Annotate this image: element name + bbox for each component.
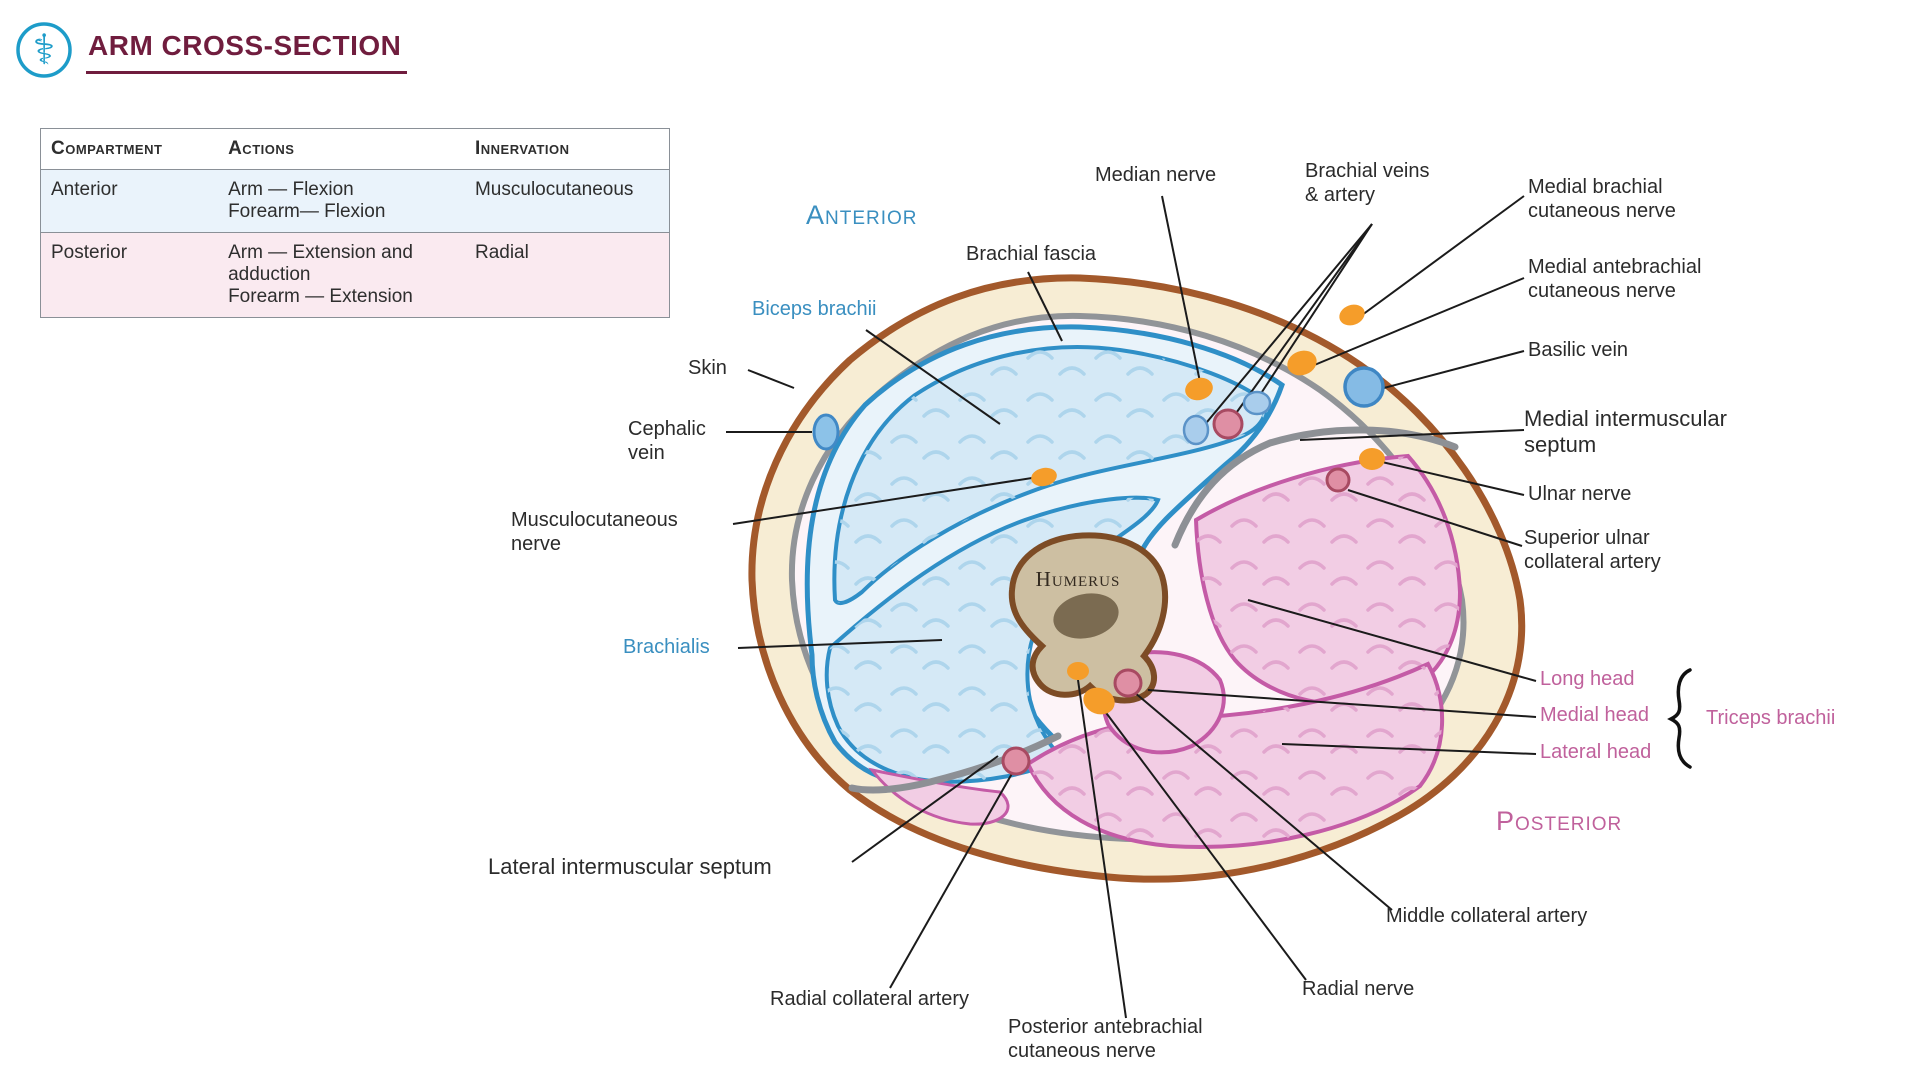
col-innervation: Innervation xyxy=(474,138,570,159)
posterior-antebrachial-cutaneous-nerve-dot xyxy=(1067,662,1089,680)
page-title: ARM CROSS-SECTION xyxy=(86,30,408,74)
triceps-brace xyxy=(1667,668,1692,769)
humerus-bone xyxy=(1008,532,1169,704)
radial-collateral-artery-dot xyxy=(1001,746,1031,776)
medial-intermuscular-septum-line xyxy=(1171,426,1459,549)
middle-collateral-artery-dot xyxy=(1113,668,1143,698)
brachial-vein-dot-1 xyxy=(1182,414,1210,446)
cell-compartment: Anterior xyxy=(51,179,118,200)
medical-logo: ⚕ xyxy=(16,22,72,78)
medial-intermuscular-septum-label: Medial intermuscular septum xyxy=(1524,406,1727,457)
musculocutaneous-nerve-dot xyxy=(1031,467,1057,487)
superior-ulnar-collateral-artery-dot xyxy=(1325,467,1351,493)
basilic-vein-dot xyxy=(1343,366,1385,408)
cephalic-vein-dot xyxy=(812,413,840,451)
ulnar-nerve-dot xyxy=(1359,448,1385,470)
triceps-lateral-head-muscle xyxy=(1025,661,1445,849)
cephalic-vein-label: Cephalic vein xyxy=(628,418,706,464)
skin-label: Skin xyxy=(688,357,727,379)
triceps-long-head-muscle xyxy=(1193,453,1463,707)
cell-innervation: Musculocutaneous xyxy=(474,179,634,200)
table-header-row: Compartment Actions Innervation xyxy=(40,129,670,170)
brachial-fascia-label: Brachial fascia xyxy=(966,243,1097,265)
musculocutaneous-nerve-label: Musculocutaneous nerve xyxy=(511,509,678,555)
triceps-brachii-label: Triceps brachii xyxy=(1706,707,1836,729)
medial-brachial-cutaneous-nerve-label: Medial brachial cutaneous nerve xyxy=(1528,176,1676,222)
leader-lines xyxy=(726,195,1537,1019)
radial-nerve-label: Radial nerve xyxy=(1302,978,1415,1000)
humerus-label: Humerus xyxy=(1035,567,1121,591)
anterior-direction-label: Anterior xyxy=(806,200,918,230)
posterior-antebrachial-cutaneous-nerve-label: Posterior antebrachial cutaneous nerve xyxy=(1008,1016,1203,1062)
brachial-artery-dot xyxy=(1212,408,1244,440)
middle-collateral-artery-label: Middle collateral artery xyxy=(1386,905,1588,927)
col-compartment: Compartment xyxy=(51,138,163,159)
cell-compartment: Posterior xyxy=(51,242,128,263)
radial-nerve-dot xyxy=(1083,687,1115,715)
triceps-medial-head-label: Medial head xyxy=(1540,704,1649,726)
medial-brachial-cutaneous-nerve-dot xyxy=(1339,304,1365,326)
cell-actions: Arm — Extension and adduction Forearm — … xyxy=(228,242,413,307)
superior-ulnar-collateral-artery-label: Superior ulnar collateral artery xyxy=(1524,527,1661,573)
triceps-long-head-label: Long head xyxy=(1540,668,1635,690)
cell-actions: Arm — Flexion Forearm— Flexion xyxy=(228,179,386,222)
caduceus-icon: ⚕ xyxy=(33,26,56,73)
posterior-direction-label: Posterior xyxy=(1496,806,1623,836)
medial-antebrachial-cutaneous-nerve-dot xyxy=(1287,350,1317,376)
ulnar-nerve-label: Ulnar nerve xyxy=(1528,483,1632,505)
compartment-table: Compartment Actions Innervation Anterior… xyxy=(40,128,670,318)
triceps-lateral-head-label: Lateral head xyxy=(1540,741,1652,763)
brachial-veins-artery-label: Brachial veins & artery xyxy=(1305,160,1430,206)
biceps-brachii-label: Biceps brachii xyxy=(752,298,877,320)
medial-antebrachial-cutaneous-nerve-label: Medial antebrachial cutaneous nerve xyxy=(1528,256,1702,302)
brachialis-label: Brachialis xyxy=(623,636,710,658)
median-nerve-dot xyxy=(1185,377,1213,401)
median-nerve-label: Median nerve xyxy=(1095,164,1217,186)
col-actions: Actions xyxy=(228,138,295,159)
table-row-posterior: Posterior Arm — Extension and adduction … xyxy=(40,232,670,318)
table-row-anterior: Anterior Arm — Flexion Forearm— Flexion … xyxy=(40,169,670,233)
radial-collateral-artery-label: Radial collateral artery xyxy=(770,988,969,1010)
basilic-vein-label: Basilic vein xyxy=(1528,339,1629,361)
cell-innervation: Radial xyxy=(474,242,529,263)
brachial-vein-dot-2 xyxy=(1242,390,1272,416)
lateral-intermuscular-septum-label: Lateral intermuscular septum xyxy=(488,854,772,879)
